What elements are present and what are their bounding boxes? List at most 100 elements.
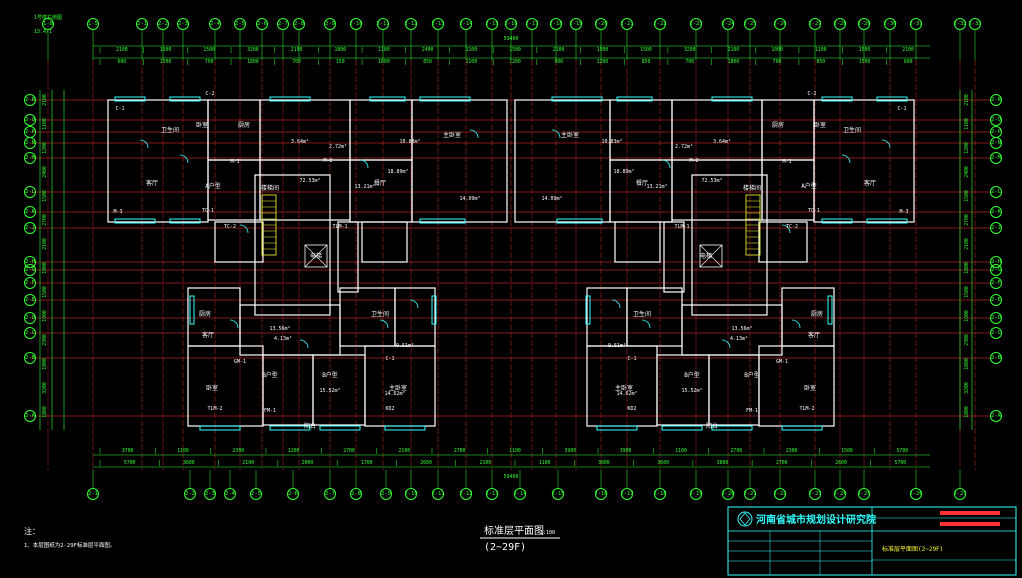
grid-bubble-text: 2-L [25,189,36,195]
door-tag: TC-2 [786,224,798,230]
grid-bubble-bottom: 2-21 [743,488,757,500]
grid-bubble-top: 2-30 [883,18,897,30]
door-tag: C-1 [897,106,906,112]
grid-bubble-text: 2-33 [968,21,981,27]
grid-bubble-bottom: 2-23 [808,488,822,500]
grid-bubble-text: 2-21 [743,491,756,497]
room-label: 阳台 [706,422,718,430]
grid-bubble-text: 2-J [25,225,35,231]
dim-top-1: 1500 [509,47,521,53]
dim-left: 1900 [42,310,48,322]
dim-top-2: 850 [423,59,432,65]
grid-bubble-circle [350,488,362,500]
area-label: 15.52m² [319,388,340,394]
window [189,295,195,325]
grid-bubble-text: 2-M [991,155,1002,161]
area-label: 9.51m² [608,343,626,349]
grid-bubble-top: 2-17 [525,18,539,30]
room-label: B户型 [262,371,278,379]
grid-bubble-circle [24,206,36,218]
elevator [304,244,328,268]
grid-bubble-circle [24,186,36,198]
door-swing [781,224,791,234]
grid-bubble-circle [990,152,1002,164]
door-tag: KD2 [385,406,394,412]
dim-top-2: 700 [685,59,694,65]
grid-bubble-left: 2-H [24,256,36,268]
room-label: 厨房 [811,310,823,318]
dim-right: 3200 [964,382,970,394]
grid-bubble-bottom: 2-25 [857,488,871,500]
window [866,218,908,224]
door-tag: M-3 [113,209,122,215]
dim-top-1: 3200 [247,47,259,53]
dim-top-1: 2100 [553,47,565,53]
grid-bubble-text: 2-H [991,259,1001,265]
dim-left: 1200 [42,142,48,154]
grid-bubble-text: 2-26 [909,491,922,497]
window [199,425,241,431]
grid-bubble-text: 2-J [991,225,1001,231]
grid-bubble-text: 2-28 [833,21,846,27]
wall [394,287,436,347]
window [551,96,603,102]
dim-top-2: 600 [118,59,127,65]
door-tag: TLM-2 [799,406,814,412]
grid-bubble-bottom: 2-10 [404,488,418,500]
wall [609,99,673,161]
grid-bubble-right: 2-R [990,94,1002,106]
grid-bubble-top: 2-13 [431,18,445,30]
dim-top-1: 2100 [291,47,303,53]
dim-right: 1500 [964,286,970,298]
grid-bubble-text: 2-16 [504,21,517,27]
dim-bottom-1: 3900 [565,448,577,454]
grid-bubble-top: 2-31 [909,18,923,30]
grid-bubble-left: 2-J [24,222,36,234]
grid-bubble-text: 2-19 [689,491,702,497]
grid-bubble-bottom: 2-8 [350,488,362,500]
grid-bubble-top: 2-25 [743,18,757,30]
grid-bubble-circle [990,222,1002,234]
door-tag: GM-1 [234,359,246,365]
grid-bubble-top: 2-1 [136,18,148,30]
grid-bubble-left: 2-L [24,186,36,198]
grid-bubble-left: 2-D [24,312,36,324]
room-label: 卫生间 [371,310,389,318]
grid-bubble-text: 2-G [25,267,35,273]
grid-bubble-bottom: 2-20 [721,488,735,500]
window [876,96,908,102]
grid-bubble-text: 2-8 [351,491,361,497]
dim-top-1: 2100 [902,47,914,53]
dim-right: 1800 [964,358,970,370]
dim-bottom-2: 1100 [539,460,551,466]
corner-note-line2: 13.4/1 [34,29,52,35]
room-label: 厨房 [199,310,211,318]
dim-right: 1800 [964,406,970,418]
dim-bottom-1: 2300 [786,448,798,454]
dim-top-1: 1100 [378,47,390,53]
door-swing [409,299,419,309]
grid-bubble-left: 2-M [24,152,36,164]
grid-bubble-circle [24,152,36,164]
dim-left: 1800 [42,358,48,370]
dim-bottom-1: 1200 [288,448,300,454]
dim-right: 1500 [964,190,970,202]
room-label: 厨房 [238,121,250,129]
dim-left: 1800 [42,262,48,274]
dim-top-1: 1500 [160,47,172,53]
door-tag: GM-1 [776,359,788,365]
room-label: 厨房 [772,121,784,129]
grid-bubble-left: 2-F [24,277,36,289]
grid-bubble-circle [690,488,702,500]
grid-bubble-circle [24,222,36,234]
grid-bubble-circle [514,488,526,500]
door-tag: FM-1 [264,408,276,414]
axis-lines [30,60,990,470]
grid-bubble-circle [486,488,498,500]
grid-bubble-right: 2-A [990,410,1002,422]
grid-bubble-top: 2-8 [293,18,305,30]
grid-bubble-left: 2-E [24,294,36,306]
drawing-title: 标准层平面图 [484,525,544,537]
grid-bubble-circle [24,256,36,268]
